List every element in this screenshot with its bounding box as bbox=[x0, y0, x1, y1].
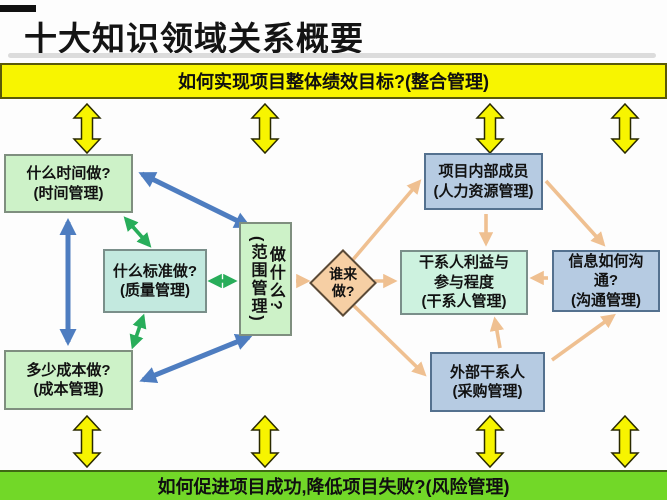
edge-time-scope bbox=[138, 171, 252, 229]
who-decision-label: 谁来 做? bbox=[329, 266, 357, 299]
node-quality-management: 什么标准做? (质量管理) bbox=[103, 249, 207, 313]
banner-integration: 如何实现项目整体绩效目标?(整合管理) bbox=[0, 63, 667, 99]
edge-procurement-stakeholder bbox=[489, 316, 504, 349]
yellow-arrow-top-1 bbox=[72, 102, 102, 155]
yellow-banner-arrows bbox=[72, 102, 640, 469]
node-cost-management: 多少成本做? (成本管理) bbox=[4, 350, 133, 410]
yellow-arrow-bottom-1 bbox=[72, 414, 102, 469]
yellow-arrow-bottom-4 bbox=[610, 414, 640, 469]
node-time-management: 什么时间做? (时间管理) bbox=[4, 154, 133, 213]
banner-risk: 如何促进项目成功,降低项目失败?(风险管理) bbox=[0, 470, 667, 500]
yellow-arrow-top-2 bbox=[250, 102, 280, 155]
orange-arrows bbox=[296, 179, 616, 377]
yellow-arrow-top-4 bbox=[610, 102, 640, 155]
edge-cost-scope bbox=[139, 334, 253, 383]
yellow-arrow-bottom-3 bbox=[475, 414, 505, 469]
green-double-arrows bbox=[123, 216, 238, 350]
yellow-arrow-bottom-2 bbox=[250, 414, 280, 469]
node-communication-management: 信息如何沟 通? (沟通管理) bbox=[552, 250, 660, 312]
yellow-arrow-top-3 bbox=[475, 102, 505, 155]
page-title: 十大知识领域关系概要 bbox=[24, 20, 364, 57]
corner-mark bbox=[0, 5, 36, 12]
edge-hr-communication bbox=[544, 179, 606, 247]
edge-who-procurement bbox=[347, 299, 427, 377]
title-underline bbox=[8, 53, 656, 58]
edge-quality-cost bbox=[129, 313, 147, 350]
edge-who-hr bbox=[349, 179, 422, 264]
node-stakeholder-management: 干系人利益与 参与程度 (干系人管理) bbox=[400, 250, 528, 315]
edge-time-quality bbox=[123, 216, 152, 248]
node-scope-management: 做什么? (范围管理) bbox=[239, 222, 292, 336]
node-hr-management: 项目内部成员 (人力资源管理) bbox=[424, 153, 543, 210]
blue-double-arrows bbox=[59, 171, 253, 383]
node-procurement-management: 外部干系人 (采购管理) bbox=[430, 352, 545, 412]
edge-procurement-communication bbox=[550, 313, 616, 362]
